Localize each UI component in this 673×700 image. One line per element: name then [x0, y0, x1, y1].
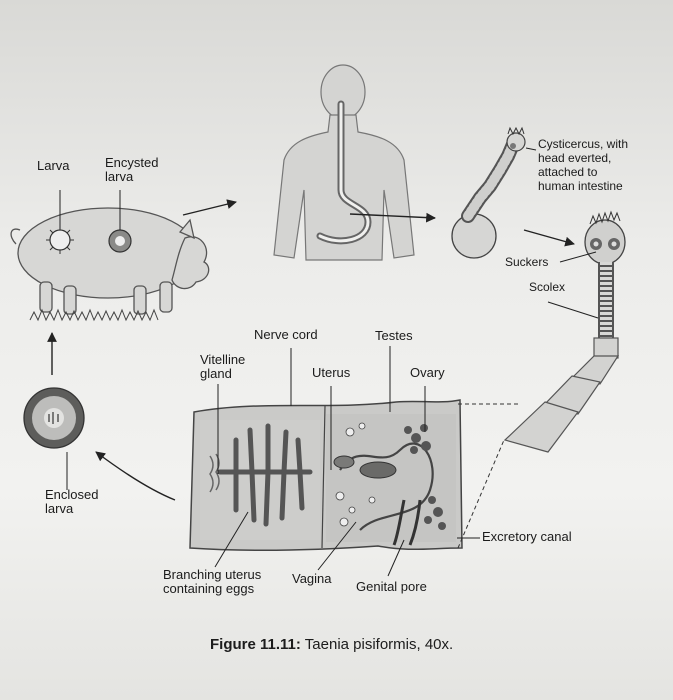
reproductive-organs [333, 422, 446, 546]
label-cysticercus: Cysticercus, with head everted, attached… [538, 137, 629, 193]
label-enclosed-larva: Enclosed larva [45, 487, 99, 516]
arrow-human-to-cysticercus [349, 212, 436, 223]
magnification-line-bottom [457, 439, 505, 549]
scolex-illustration [584, 210, 626, 265]
proglottid-chain [503, 337, 620, 453]
arrow-pig-to-human [182, 199, 237, 216]
label-vagina: Vagina [292, 571, 332, 586]
label-suckers: Suckers [505, 255, 549, 269]
figure-number: Figure 11.11: [210, 636, 301, 653]
arrow-to-scolex [523, 229, 575, 247]
figure-caption-text: Taenia pisiformis, 40x. [300, 636, 454, 653]
figure-caption: Figure 11.11: Taenia pisiformis, 40x. [210, 636, 453, 653]
label-encysted-larva: Encysted larva [105, 155, 159, 184]
label-nerve-cord: Nerve cord [254, 327, 318, 342]
label-vitelline-gland: Vitelline gland [200, 352, 246, 381]
enclosed-larva-egg [23, 387, 85, 449]
grass [29, 308, 159, 322]
label-scolex: Scolex [529, 280, 566, 294]
leader-lines [214, 346, 480, 577]
pig-illustration [10, 207, 210, 315]
arrow-to-enclosed-larva [95, 451, 176, 501]
label-genital-pore: Genital pore [356, 579, 427, 594]
label-larva: Larva [37, 158, 70, 173]
cysticercus-illustration [451, 126, 526, 259]
larva-icon [46, 226, 74, 254]
label-testes: Testes [375, 328, 413, 343]
label-branching-uterus: Branching uterus containing eggs [163, 567, 262, 596]
label-ovary: Ovary [410, 365, 445, 380]
label-excretory-canal: Excretory canal [482, 529, 572, 544]
magnified-proglottid [189, 399, 463, 551]
encysted-larva-icon [108, 229, 132, 253]
label-uterus: Uterus [312, 365, 351, 380]
branching-uterus [217, 423, 313, 527]
